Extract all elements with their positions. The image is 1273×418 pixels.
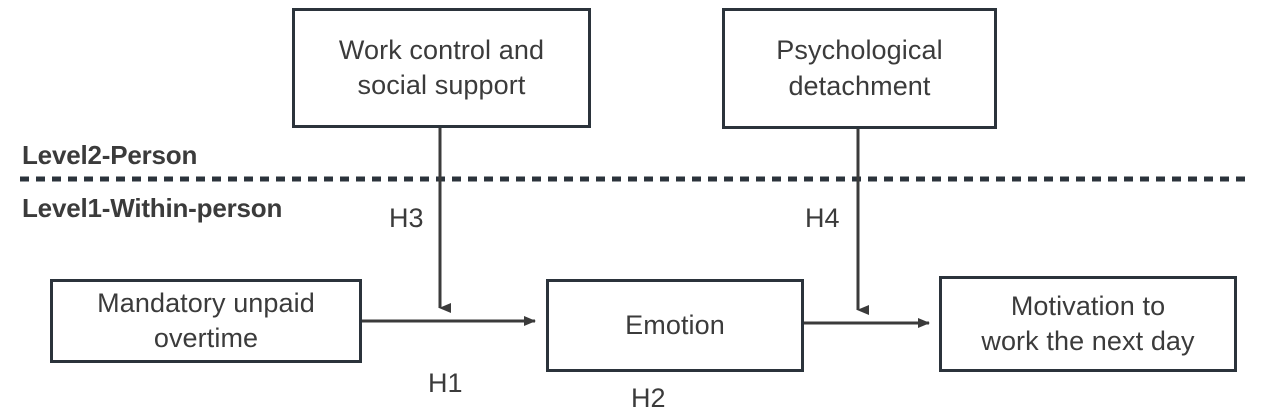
node-work-control-line2: social support [357, 70, 526, 100]
node-motivation-line1: Motivation to [1010, 290, 1166, 321]
node-emotion-label: Emotion [625, 309, 725, 340]
node-work-control-and-social-support[interactable]: Work control and social support [292, 8, 591, 128]
hypothesis-label-h2: H2 [631, 383, 666, 413]
node-motivation-to-work-next-day[interactable]: Motivation to work the next day [939, 276, 1237, 372]
hypothesis-label-h4: H4 [805, 203, 840, 233]
node-emotion[interactable]: Emotion [546, 279, 804, 372]
level1-within-person-label: Level1-Within-person [22, 193, 283, 223]
node-motivation-line2: work the next day [981, 326, 1195, 356]
node-psychological-detachment-line1: Psychological [776, 35, 943, 66]
node-mandatory-overtime-line2: overtime [153, 323, 259, 353]
hypothesis-label-h3: H3 [389, 203, 424, 233]
node-mandatory-overtime-line1: Mandatory unpaid [97, 287, 315, 318]
node-mandatory-unpaid-overtime[interactable]: Mandatory unpaid overtime [50, 279, 362, 363]
node-work-control-line1: Work control and [338, 34, 545, 65]
level2-person-label: Level2-Person [22, 140, 198, 170]
node-psychological-detachment-line2: detachment [788, 70, 931, 101]
node-psychological-detachment[interactable]: Psychological detachment [722, 8, 997, 129]
hypothesis-label-h1: H1 [428, 368, 463, 398]
